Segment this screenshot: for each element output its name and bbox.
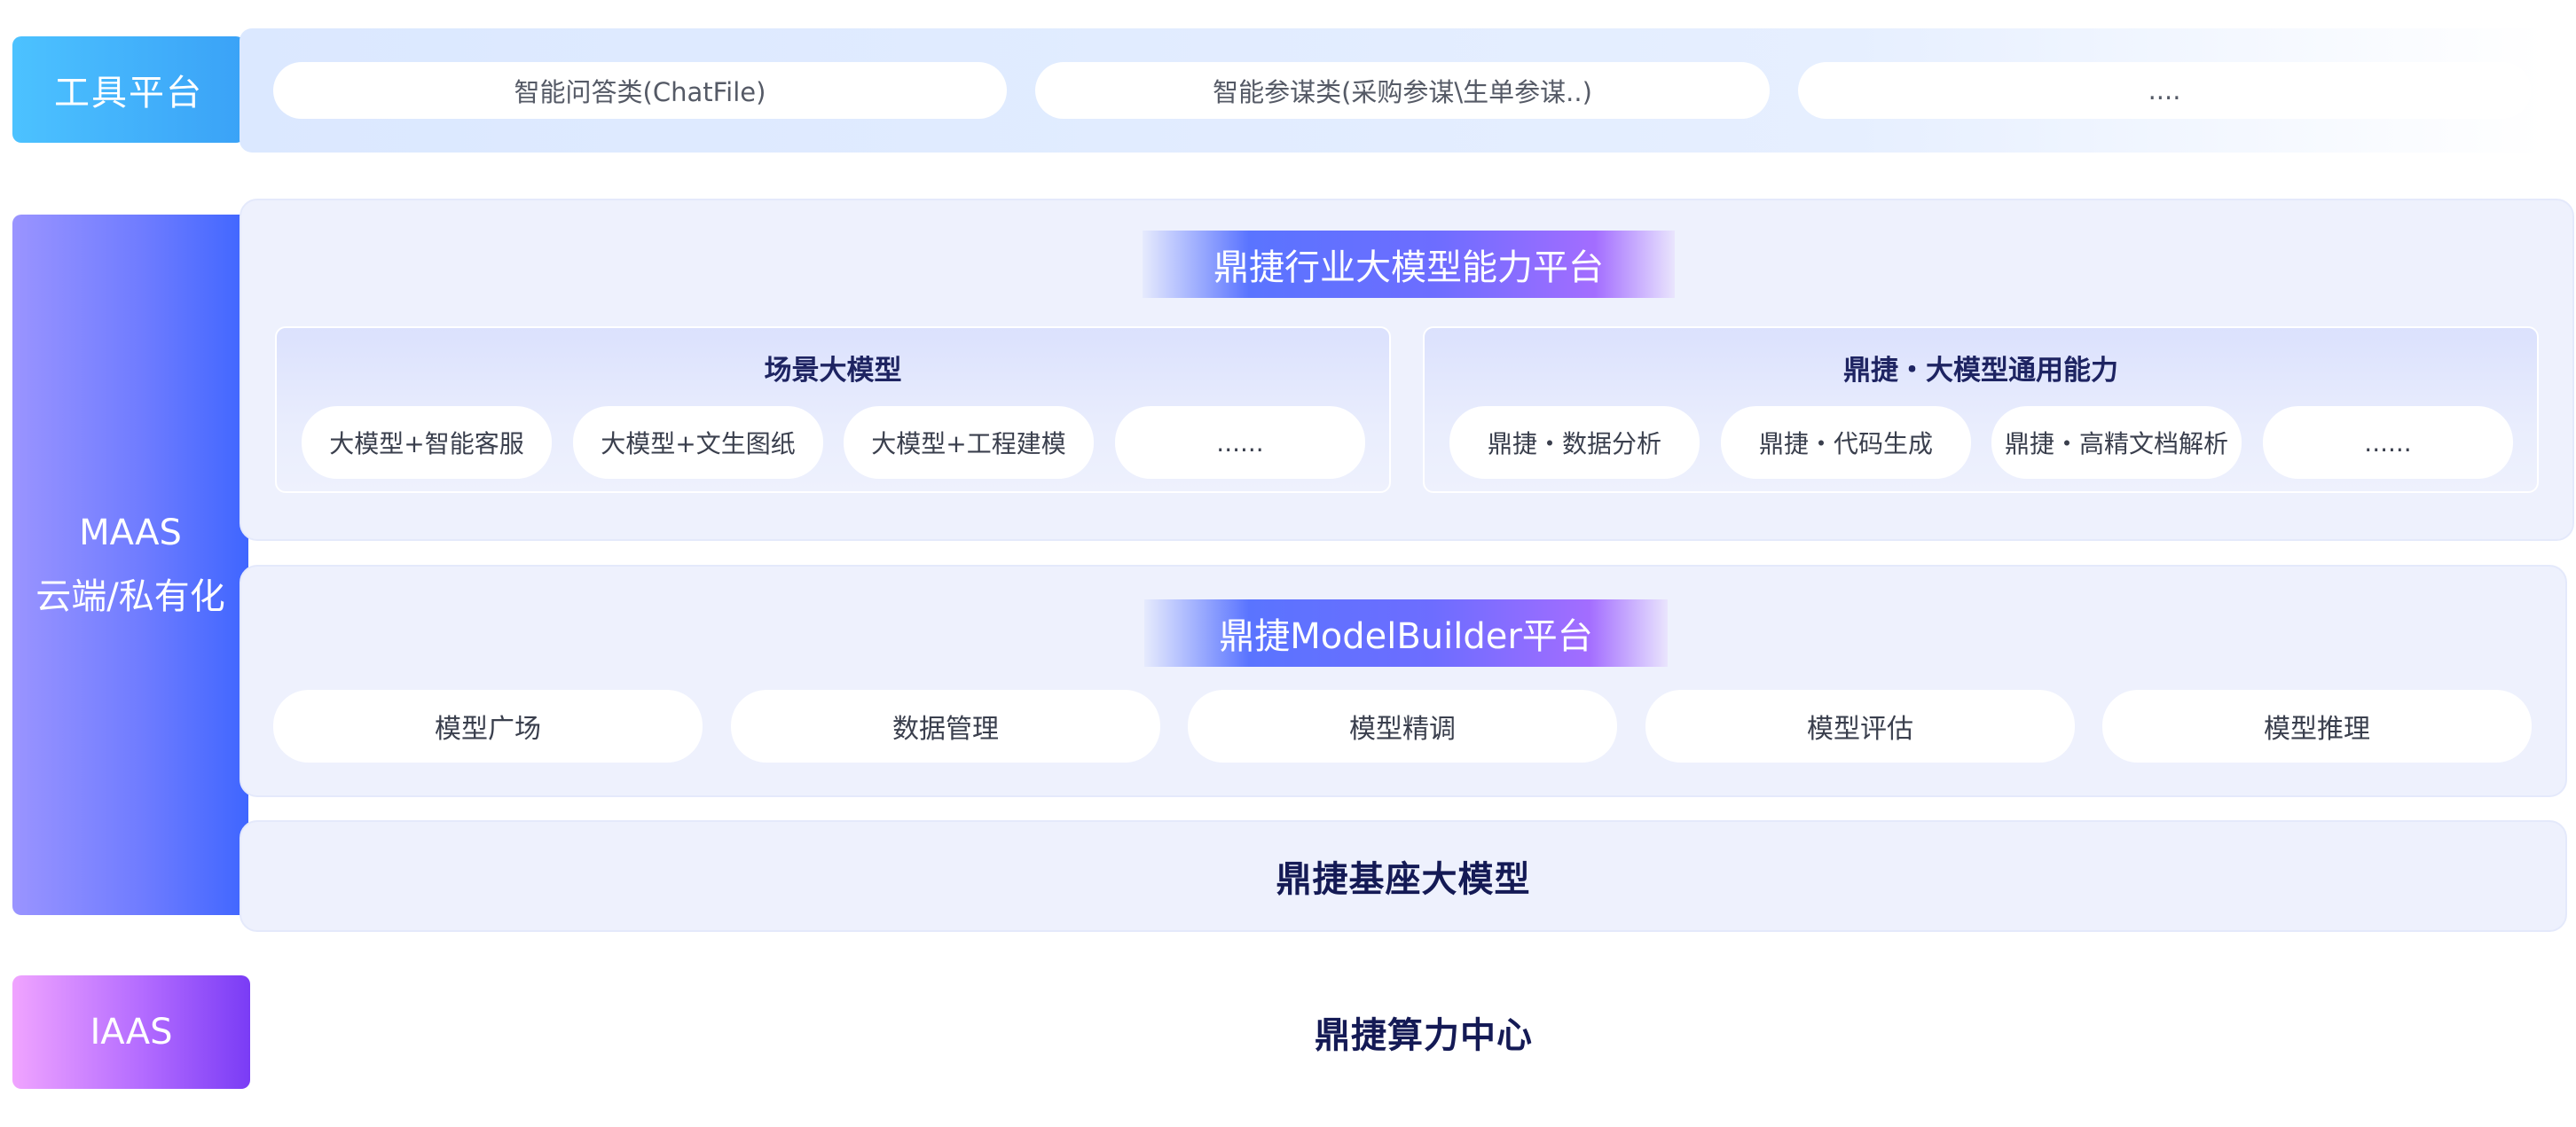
base-model-panel: 鼎捷基座大模型: [240, 820, 2567, 932]
compute-center-label: 鼎捷算力中心: [1315, 1015, 1533, 1056]
modelbuilder-item: 模型精调: [1188, 690, 1617, 763]
general-item: 鼎捷・代码生成: [1721, 406, 1971, 479]
base-model-label: 鼎捷基座大模型: [1276, 859, 1531, 900]
tool-item: ....: [1798, 62, 2531, 119]
general-item: 鼎捷・高精文档解析: [1991, 406, 2242, 479]
category-tool-platform: 工具平台: [12, 36, 245, 143]
modelbuilder-item: 模型推理: [2102, 690, 2532, 763]
scenario-model-title: 场景大模型: [764, 355, 902, 387]
modelbuilder-title: 鼎捷ModelBuilder平台: [1144, 599, 1668, 667]
category-tool-label: 工具平台: [54, 73, 203, 113]
scenario-item: 大模型+智能客服: [302, 406, 552, 479]
tool-item: 智能问答类(ChatFile): [273, 62, 1007, 119]
general-capability-title: 鼎捷・大模型通用能力: [1843, 355, 2118, 387]
industry-platform-title: 鼎捷行业大模型能力平台: [1143, 231, 1675, 298]
category-maas-label: MAAS: [79, 513, 182, 553]
category-iaas: IAAS: [12, 975, 250, 1089]
modelbuilder-item: 模型广场: [273, 690, 703, 763]
category-iaas-label: IAAS: [90, 1012, 173, 1053]
tool-item: 智能参谋类(采购参谋\生单参谋..): [1035, 62, 1770, 119]
general-item: ......: [2263, 406, 2513, 479]
modelbuilder-item: 模型评估: [1645, 690, 2075, 763]
scenario-item: 大模型+工程建模: [844, 406, 1094, 479]
category-maas: MAAS 云端/私有化: [12, 215, 248, 915]
modelbuilder-item: 数据管理: [731, 690, 1160, 763]
scenario-item: 大模型+文生图纸: [573, 406, 823, 479]
category-maas-sublabel: 云端/私有化: [35, 576, 225, 617]
scenario-item: ......: [1115, 406, 1365, 479]
general-item: 鼎捷・数据分析: [1449, 406, 1700, 479]
